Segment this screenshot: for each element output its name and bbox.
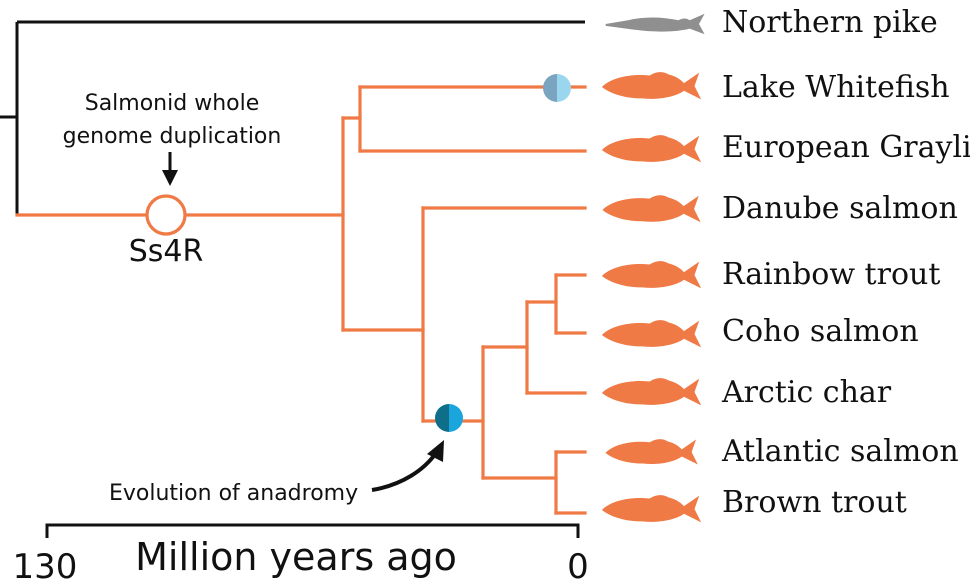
whitefish-node-icon	[543, 74, 571, 102]
axis-title: Million years ago	[135, 535, 457, 579]
species-labels: Northern pike Lake Whitefish European Gr…	[721, 5, 970, 520]
wgd-label-line1: Salmonid whole	[85, 91, 260, 116]
fish-icons	[602, 14, 705, 523]
arrow-icon	[162, 152, 178, 186]
taxon-label: Lake Whitefish	[722, 70, 950, 105]
axis-start-label: 130	[13, 547, 78, 583]
anadromy-node-icon	[435, 404, 463, 432]
taxon-label: Danube salmon	[722, 191, 958, 226]
taxon-label: Arctic char	[721, 375, 892, 410]
fish-icon	[602, 135, 701, 162]
taxon-label: Brown trout	[722, 485, 907, 520]
circle-icon	[147, 196, 185, 234]
fish-icon	[602, 320, 701, 347]
taxon-label: Atlantic salmon	[721, 434, 959, 469]
salmonid-branches	[17, 87, 585, 513]
taxon-label: Coho salmon	[722, 314, 919, 349]
fish-icon	[602, 495, 701, 522]
fish-icon	[602, 72, 701, 99]
wgd-annotation: Salmonid whole genome duplication Ss4R	[63, 91, 282, 269]
fish-icon	[605, 439, 697, 464]
anadromy-label: Evolution of anadromy	[109, 481, 358, 506]
pike-icon	[606, 14, 705, 35]
axis-end-label: 0	[567, 547, 589, 583]
taxon-label: Rainbow trout	[722, 257, 940, 292]
fish-icon	[602, 195, 700, 222]
anadromy-annotation: Evolution of anadromy	[109, 440, 444, 506]
arrow-icon	[372, 440, 444, 490]
taxon-label: European Grayling	[722, 130, 970, 165]
outgroup-branches	[0, 22, 585, 215]
fish-icon	[602, 261, 701, 288]
ss4r-label: Ss4R	[129, 234, 204, 269]
time-axis: 130 Million years ago 0	[13, 525, 589, 583]
fish-icon	[602, 378, 701, 405]
wgd-label-line2: genome duplication	[63, 124, 282, 149]
taxon-label: Northern pike	[722, 5, 938, 40]
